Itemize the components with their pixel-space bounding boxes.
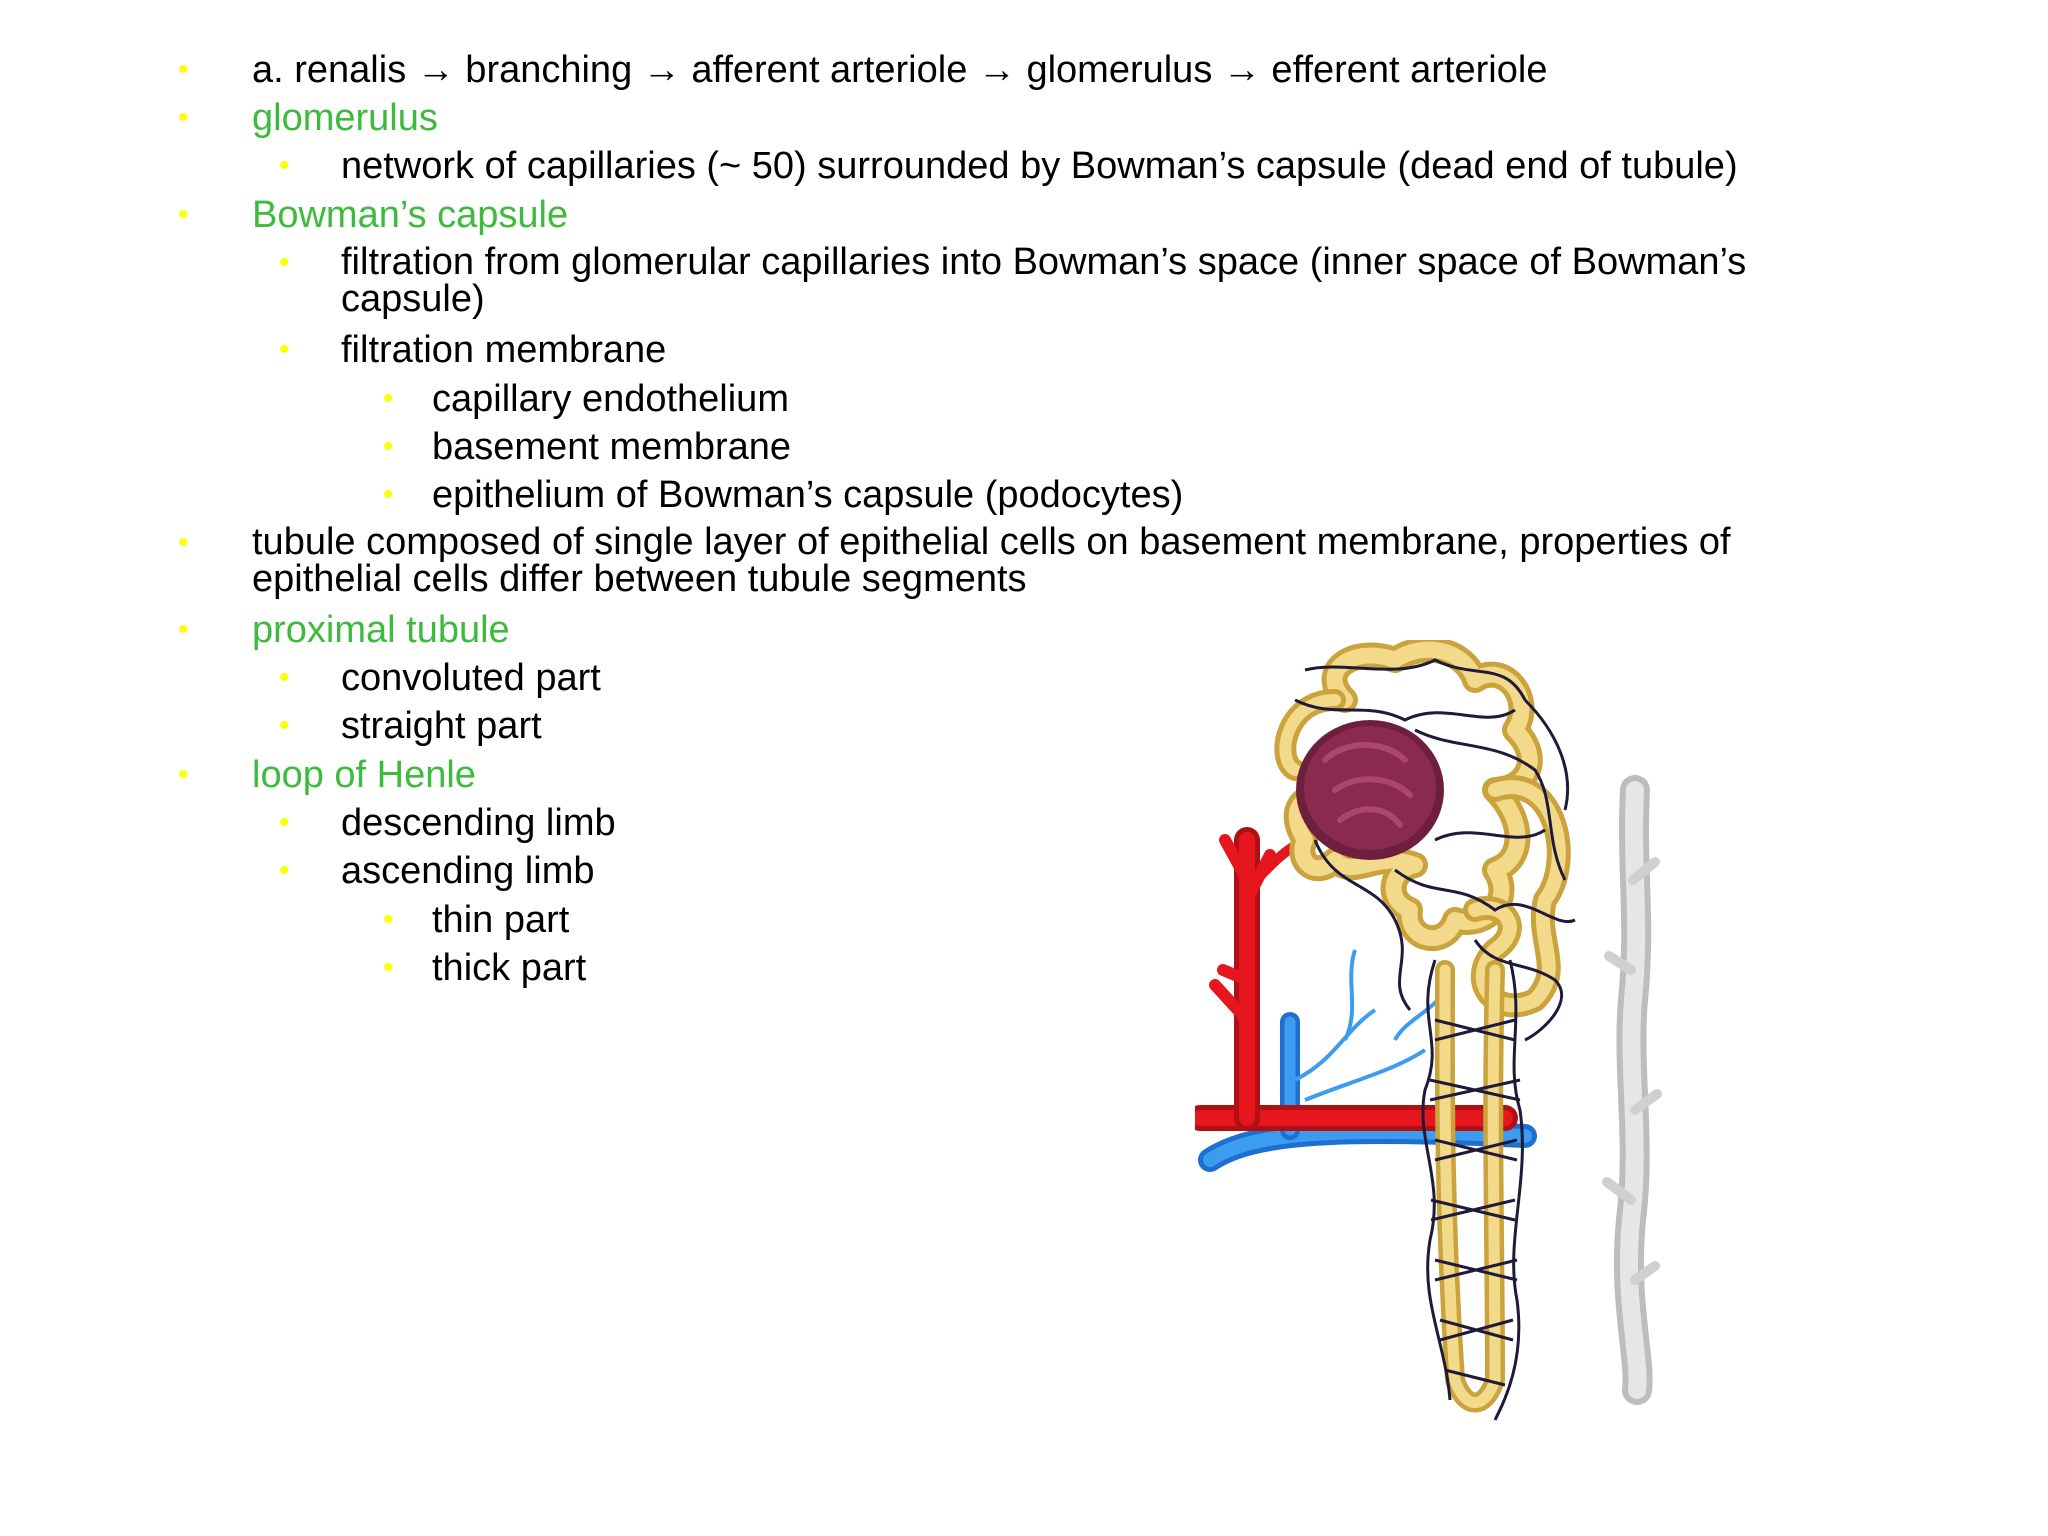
list-item-text: basement membrane [432, 426, 792, 468]
list-item-text: convoluted part [341, 657, 601, 699]
list-item-text: network of capillaries (~ 50) surrounded… [341, 145, 1738, 187]
bullet-icon: • [279, 709, 290, 742]
list-item-text: straight part [341, 705, 542, 747]
section-heading-proximal-tubule: proximal tubule [252, 609, 510, 651]
bullet-icon: • [279, 246, 290, 279]
section-heading-glomerulus: glomerulus [252, 97, 438, 139]
list-item-text: thick part [432, 947, 587, 989]
bullet-icon: • [279, 333, 290, 366]
peritubular-capillaries [1294, 658, 1576, 1421]
list-item-text: epithelium of Bowman’s capsule (podocyte… [432, 474, 1184, 516]
bullet-icon: • [383, 382, 394, 415]
list-item-text: ascending limb [341, 850, 595, 892]
bullet-icon: • [178, 613, 189, 646]
list-item-text: tubule composed of single layer of epith… [252, 521, 1731, 600]
list-item-text: a. renalis → branching → afferent arteri… [252, 49, 1548, 91]
list-item-text: thin part [432, 899, 570, 941]
bullet-icon: • [383, 478, 394, 511]
list-item-text: filtration membrane [341, 329, 667, 371]
tubule [1274, 640, 1571, 1413]
bullet-icon: • [279, 149, 290, 182]
bullet-icon: • [383, 430, 394, 463]
collecting-duct [1602, 775, 1662, 1405]
glomerulus [1296, 720, 1444, 860]
bullet-icon: • [279, 661, 290, 694]
section-heading-bowmans-capsule: Bowman’s capsule [252, 194, 569, 236]
bullet-icon: • [178, 198, 189, 231]
bullet-icon: • [279, 806, 290, 839]
section-heading-loop-of-henle: loop of Henle [252, 754, 476, 796]
bullet-icon: • [178, 758, 189, 791]
bullet-icon: • [279, 854, 290, 887]
list-item-text: descending limb [341, 802, 616, 844]
list-item-text: capillary endothelium [432, 378, 789, 420]
bullet-icon: • [178, 101, 189, 134]
bullet-icon: • [383, 951, 394, 984]
bullet-icon: • [178, 526, 189, 559]
nephron-illustration [1195, 640, 1662, 1421]
bullet-icon: • [178, 53, 189, 86]
bullet-icon: • [383, 903, 394, 936]
list-item-text: filtration from glomerular capillaries i… [341, 241, 1747, 320]
